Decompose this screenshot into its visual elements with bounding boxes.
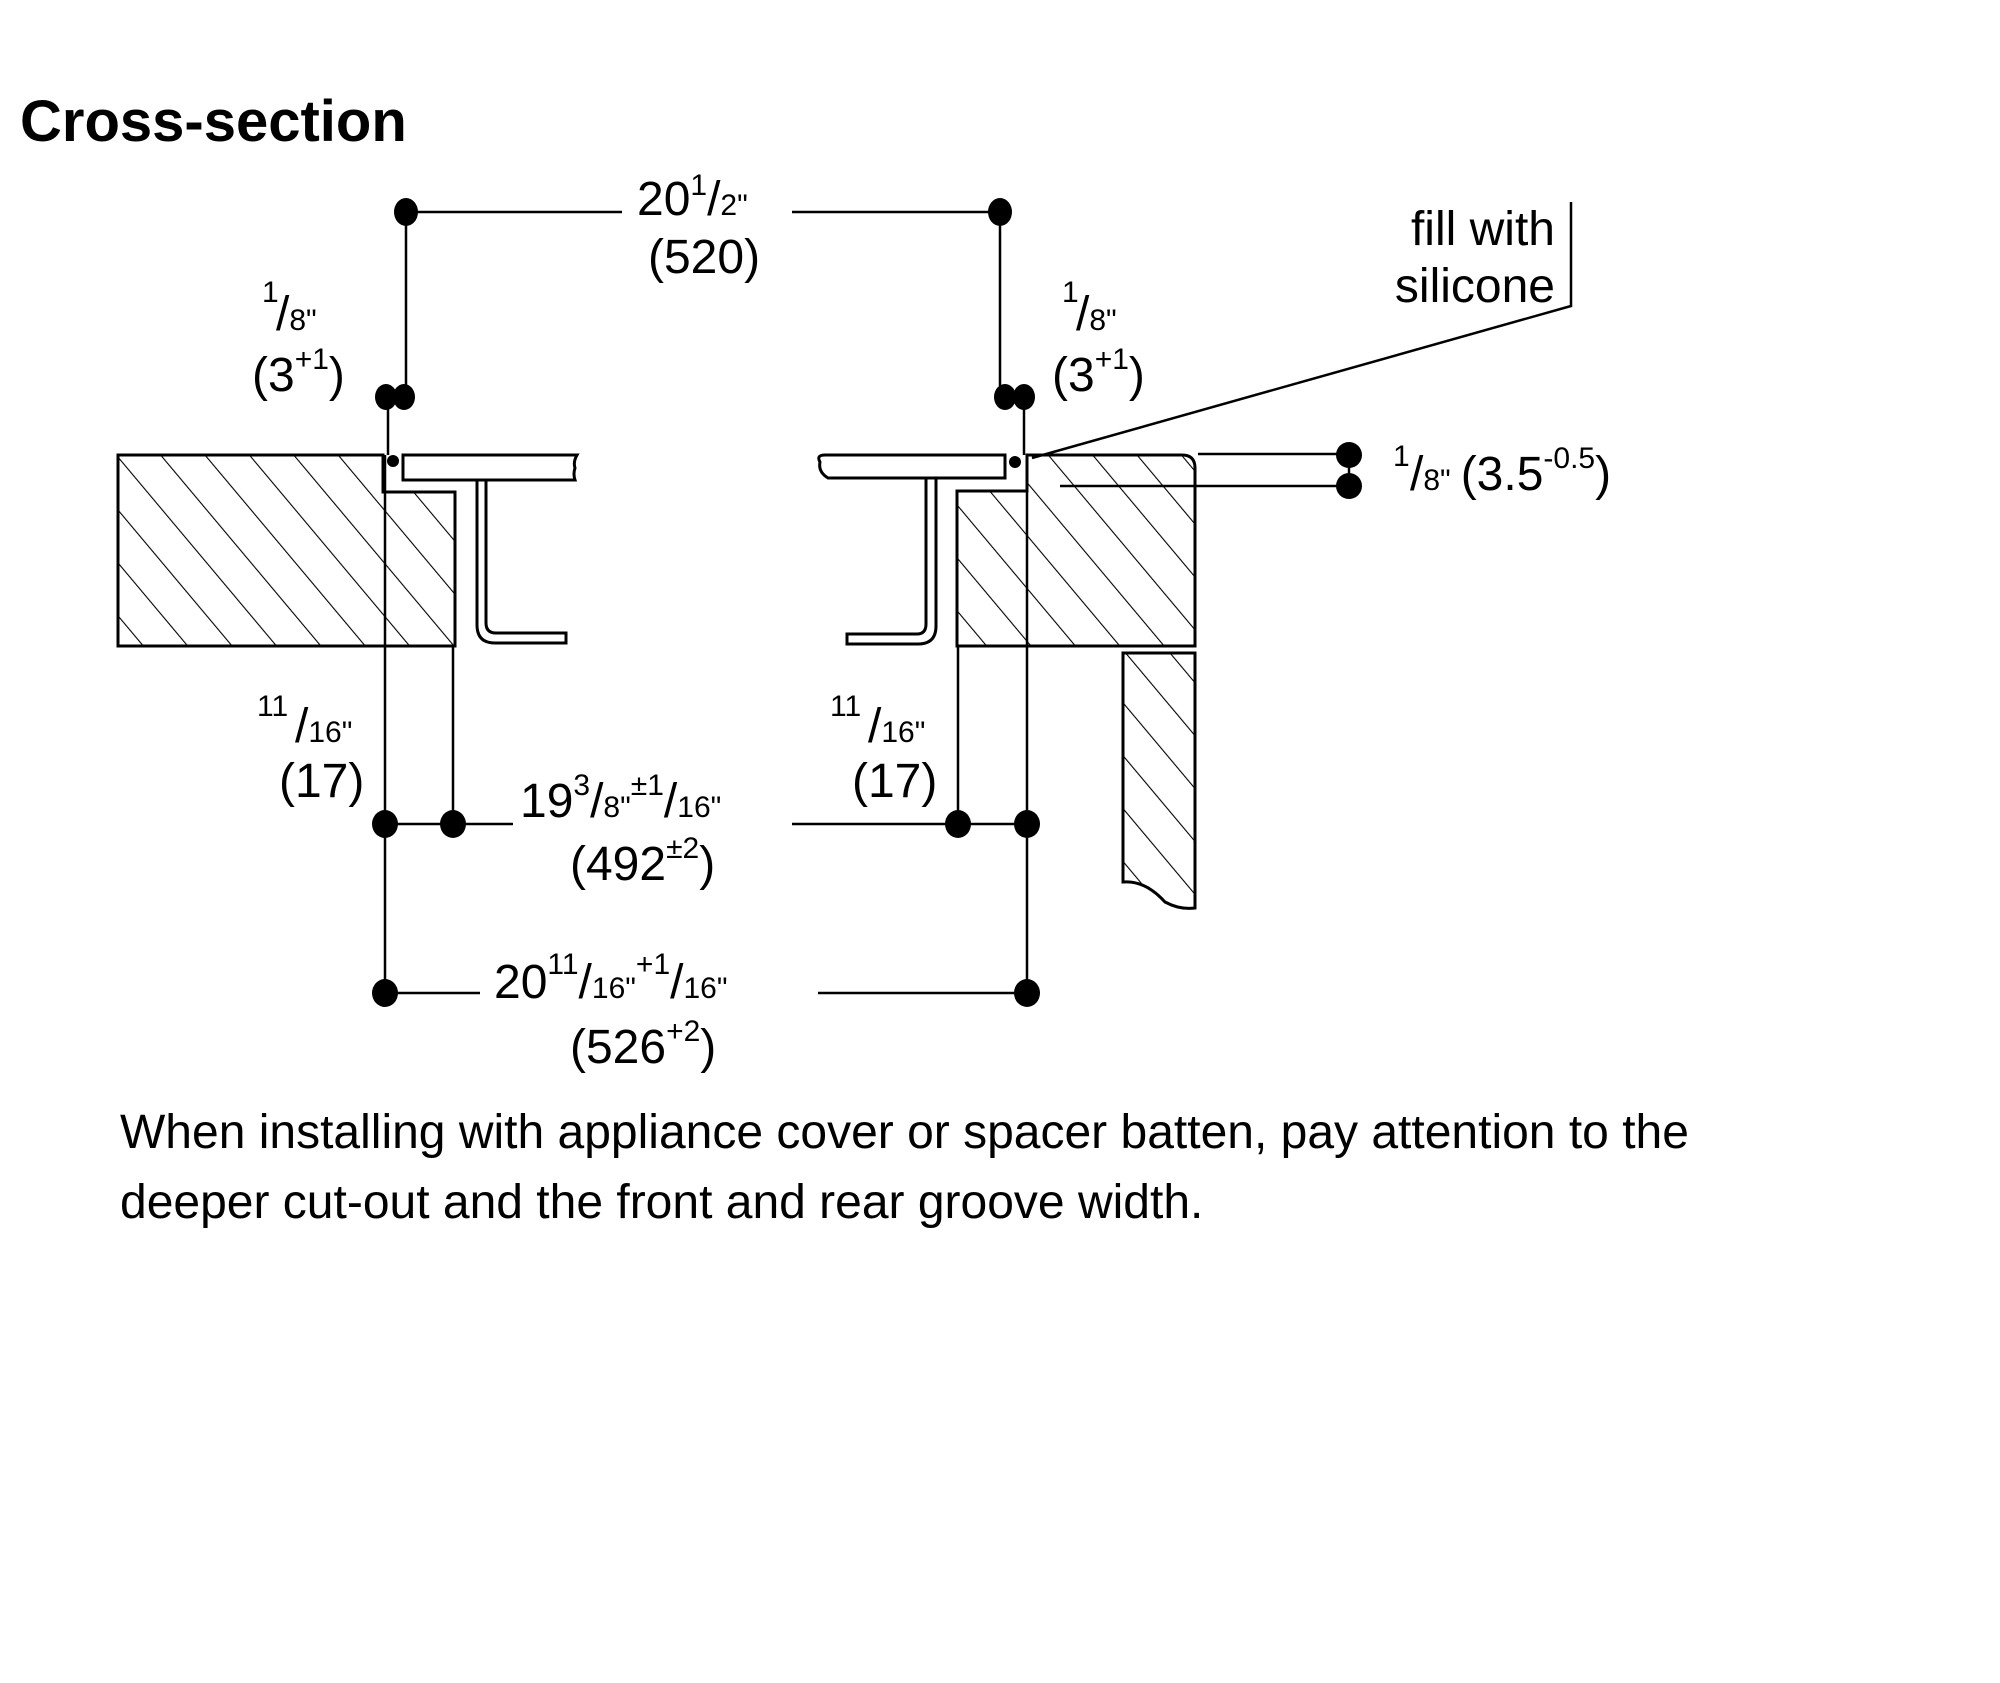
dim-top-width-metric: (520): [648, 231, 760, 284]
dim-left-gap: 1/8" (3+1): [252, 276, 415, 455]
svg-text:silicone: silicone: [1395, 260, 1555, 313]
left-cooktop-edge: [401, 453, 580, 645]
silicone-joint-left: [387, 455, 399, 467]
svg-text:(492±2): (492±2): [570, 832, 715, 891]
svg-text:1/8"(3.5-0.5): 1/8"(3.5-0.5): [1393, 440, 1611, 501]
right-countertop: [955, 453, 1197, 648]
installation-note-line1: When installing with appliance cover or …: [120, 1106, 1689, 1159]
dim-right-rebate: 11/16" (17): [830, 690, 937, 808]
dim-cutout-width: 193/8"±1/16" (492±2): [372, 769, 1040, 891]
svg-text:(17): (17): [279, 755, 364, 808]
left-countertop: [116, 453, 457, 648]
svg-text:11/16": 11/16": [257, 690, 352, 753]
silicone-callout: fill with silicone: [1031, 202, 1573, 460]
svg-text:11/16": 11/16": [830, 690, 925, 753]
svg-text:(526+2): (526+2): [570, 1015, 716, 1074]
svg-text:1/8": 1/8": [1062, 276, 1117, 341]
dim-left-rebate: 11/16" (17): [257, 690, 364, 808]
page-title: Cross-section: [20, 89, 407, 154]
svg-text:(17): (17): [852, 755, 937, 808]
svg-text:fill with: fill with: [1411, 203, 1555, 256]
dim-glass-height: 1/8"(3.5-0.5): [1060, 440, 1611, 501]
svg-text:2011/16"+1/16": 2011/16"+1/16": [494, 948, 728, 1009]
svg-text:193/8"±1/16": 193/8"±1/16": [520, 769, 721, 828]
dim-top-width: 201/2" (520): [394, 169, 1012, 397]
svg-text:(3+1): (3+1): [1052, 343, 1145, 402]
dim-right-gap: 1/8" (3+1): [994, 276, 1145, 455]
dim-top-width-label: 201/2": [637, 169, 748, 226]
svg-text:(3+1): (3+1): [252, 343, 345, 402]
installation-note-line2: deeper cut-out and the front and rear gr…: [120, 1176, 1203, 1229]
silicone-joint-right: [1009, 456, 1021, 468]
right-cooktop-edge: [817, 453, 1007, 646]
dim-rebate-width: 2011/16"+1/16" (526+2): [372, 948, 1040, 1074]
svg-text:1/8": 1/8": [262, 276, 317, 341]
cabinet-panel: [1121, 651, 1197, 910]
